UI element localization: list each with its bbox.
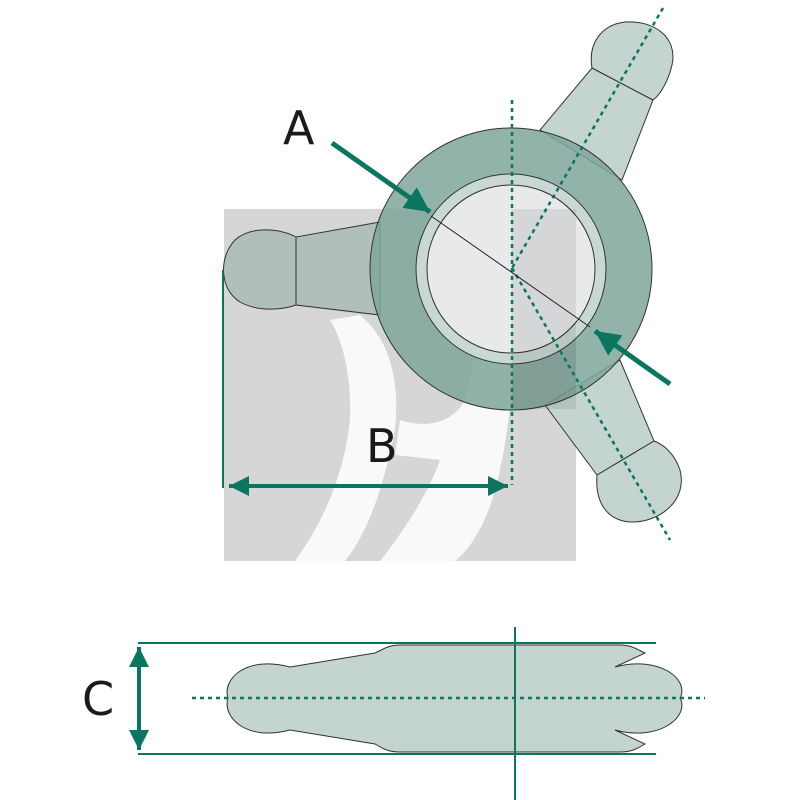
side-view-profile <box>226 644 683 753</box>
center-lines <box>510 7 672 541</box>
label-a: A <box>283 101 315 155</box>
dimension-a-arrow-upper <box>330 140 432 215</box>
label-c: C <box>82 672 114 726</box>
diameter-line <box>430 215 591 328</box>
dimension-a-arrow-lower <box>593 328 672 387</box>
wing-arm-left <box>223 221 381 316</box>
label-b: B <box>366 419 398 473</box>
side-view <box>138 627 705 800</box>
